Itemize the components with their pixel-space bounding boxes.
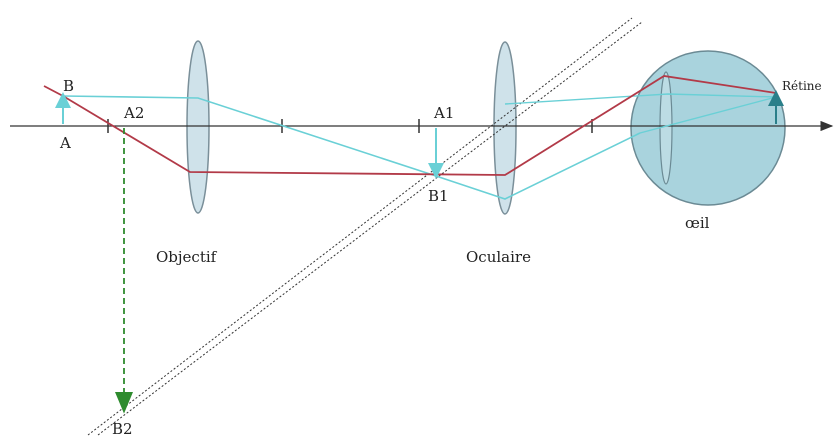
eye-globe bbox=[630, 50, 786, 206]
caption-oculaire: Oculaire bbox=[466, 248, 531, 266]
caption-objectif: Objectif bbox=[156, 248, 218, 266]
label-A1: A1 bbox=[433, 104, 454, 122]
label-A: A bbox=[59, 134, 71, 152]
dotted-line-1 bbox=[87, 17, 633, 436]
oculaire-lens bbox=[493, 41, 517, 215]
eye-lens bbox=[659, 71, 673, 185]
label-A2: A2 bbox=[123, 104, 144, 122]
cyan-ray-2 bbox=[435, 132, 641, 200]
label-retine: Rétine bbox=[782, 79, 822, 93]
caption-oeil: œil bbox=[685, 214, 710, 232]
objectif-lens bbox=[186, 40, 210, 214]
label-B2: B2 bbox=[112, 420, 133, 438]
cyan-ray-4 bbox=[639, 96, 777, 134]
label-B1: B1 bbox=[428, 187, 449, 205]
dotted-line-2 bbox=[97, 21, 643, 436]
label-B: B bbox=[63, 77, 74, 95]
cyan-ray-1 bbox=[62, 95, 437, 177]
cyan-ray-3 bbox=[504, 93, 777, 105]
